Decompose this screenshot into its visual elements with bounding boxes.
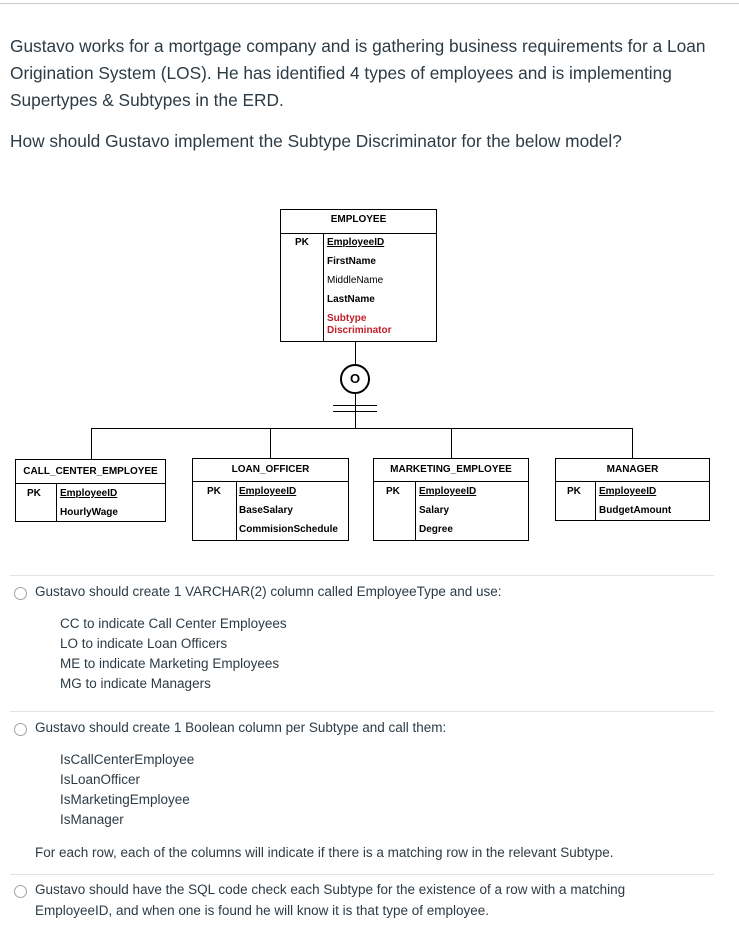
radio-button[interactable]: [14, 587, 27, 600]
entity-title: EMPLOYEE: [330, 214, 387, 225]
radio-button[interactable]: [14, 723, 27, 736]
entity-manager: MANAGER PK EmployeeID BudgetAmount: [555, 458, 710, 521]
entity-title: CALL_CENTER_EMPLOYEE: [23, 466, 158, 477]
option-text: Gustavo should create 1 VARCHAR(2) colum…: [35, 584, 502, 599]
connector-tick: [333, 405, 377, 406]
pk-label: PK: [295, 237, 309, 248]
option-list-item: LO to indicate Loan Officers: [60, 636, 228, 651]
option-list-item: ME to indicate Marketing Employees: [60, 656, 280, 671]
entity-marketing-employee: MARKETING_EMPLOYEE PK EmployeeID Salary …: [373, 458, 529, 541]
attribute: MiddleName: [327, 275, 384, 286]
connector-drop: [270, 428, 271, 458]
overlapping-symbol-icon: O: [340, 364, 370, 394]
attribute: Salary: [419, 505, 450, 516]
option-list-item: CC to indicate Call Center Employees: [60, 616, 287, 631]
option-list-item: MG to indicate Managers: [60, 676, 211, 691]
entity-employee: EMPLOYEE PK EmployeeID FirstName MiddleN…: [280, 209, 437, 342]
pk-label: PK: [567, 486, 581, 497]
pk-attribute: EmployeeID: [327, 237, 385, 248]
pk-attribute: EmployeeID: [60, 488, 118, 499]
option-divider: [10, 575, 714, 576]
radio-button[interactable]: [14, 885, 27, 898]
option-text: Gustavo should create 1 Boolean column p…: [35, 720, 447, 735]
connector-drop: [632, 428, 633, 458]
pk-label: PK: [27, 488, 41, 499]
option-list-item: IsMarketingEmployee: [60, 792, 190, 807]
connector-tick: [333, 411, 377, 412]
connector-bus: [91, 428, 633, 429]
attribute: BaseSalary: [239, 505, 293, 516]
attribute: LastName: [327, 294, 375, 305]
option-text-line1: Gustavo should have the SQL code check e…: [35, 882, 626, 897]
pk-label: PK: [207, 486, 221, 497]
connector-line: [355, 342, 356, 364]
connector-drop: [451, 428, 452, 458]
option-divider: [10, 874, 714, 875]
option-list-item: IsManager: [60, 812, 124, 827]
pk-attribute: EmployeeID: [599, 486, 657, 497]
question-prompt: How should Gustavo implement the Subtype…: [10, 131, 622, 151]
top-divider: [0, 3, 739, 4]
subtype-discriminator-line2: Discriminator: [327, 325, 392, 336]
entity-title: MARKETING_EMPLOYEE: [390, 464, 512, 475]
option-divider: [10, 711, 714, 712]
entity-title: MANAGER: [606, 464, 659, 475]
subtype-discriminator-line1: Subtype: [327, 313, 367, 324]
entity-loan-officer: LOAN_OFFICER PK EmployeeID BaseSalary Co…: [192, 458, 349, 541]
option-note: For each row, each of the columns will i…: [35, 845, 614, 860]
pk-attribute: EmployeeID: [239, 486, 297, 497]
attribute: Degree: [419, 524, 453, 535]
option-list-item: IsCallCenterEmployee: [60, 752, 195, 767]
option-text-line2: EmployeeID, and when one is found he wil…: [35, 903, 490, 918]
attribute: CommisionSchedule: [239, 524, 338, 535]
question-text: Gustavo works for a mortgage company and…: [10, 36, 706, 110]
pk-attribute: EmployeeID: [419, 486, 477, 497]
attribute: BudgetAmount: [599, 505, 672, 516]
option-list-item: IsLoanOfficer: [60, 772, 141, 787]
attribute: HourlyWage: [60, 507, 118, 518]
pk-label: PK: [386, 486, 400, 497]
connector-drop: [91, 428, 92, 459]
entity-title: LOAN_OFFICER: [231, 464, 310, 475]
entity-call-center-employee: CALL_CENTER_EMPLOYEE PK EmployeeID Hourl…: [15, 459, 166, 522]
attribute: FirstName: [327, 256, 376, 267]
